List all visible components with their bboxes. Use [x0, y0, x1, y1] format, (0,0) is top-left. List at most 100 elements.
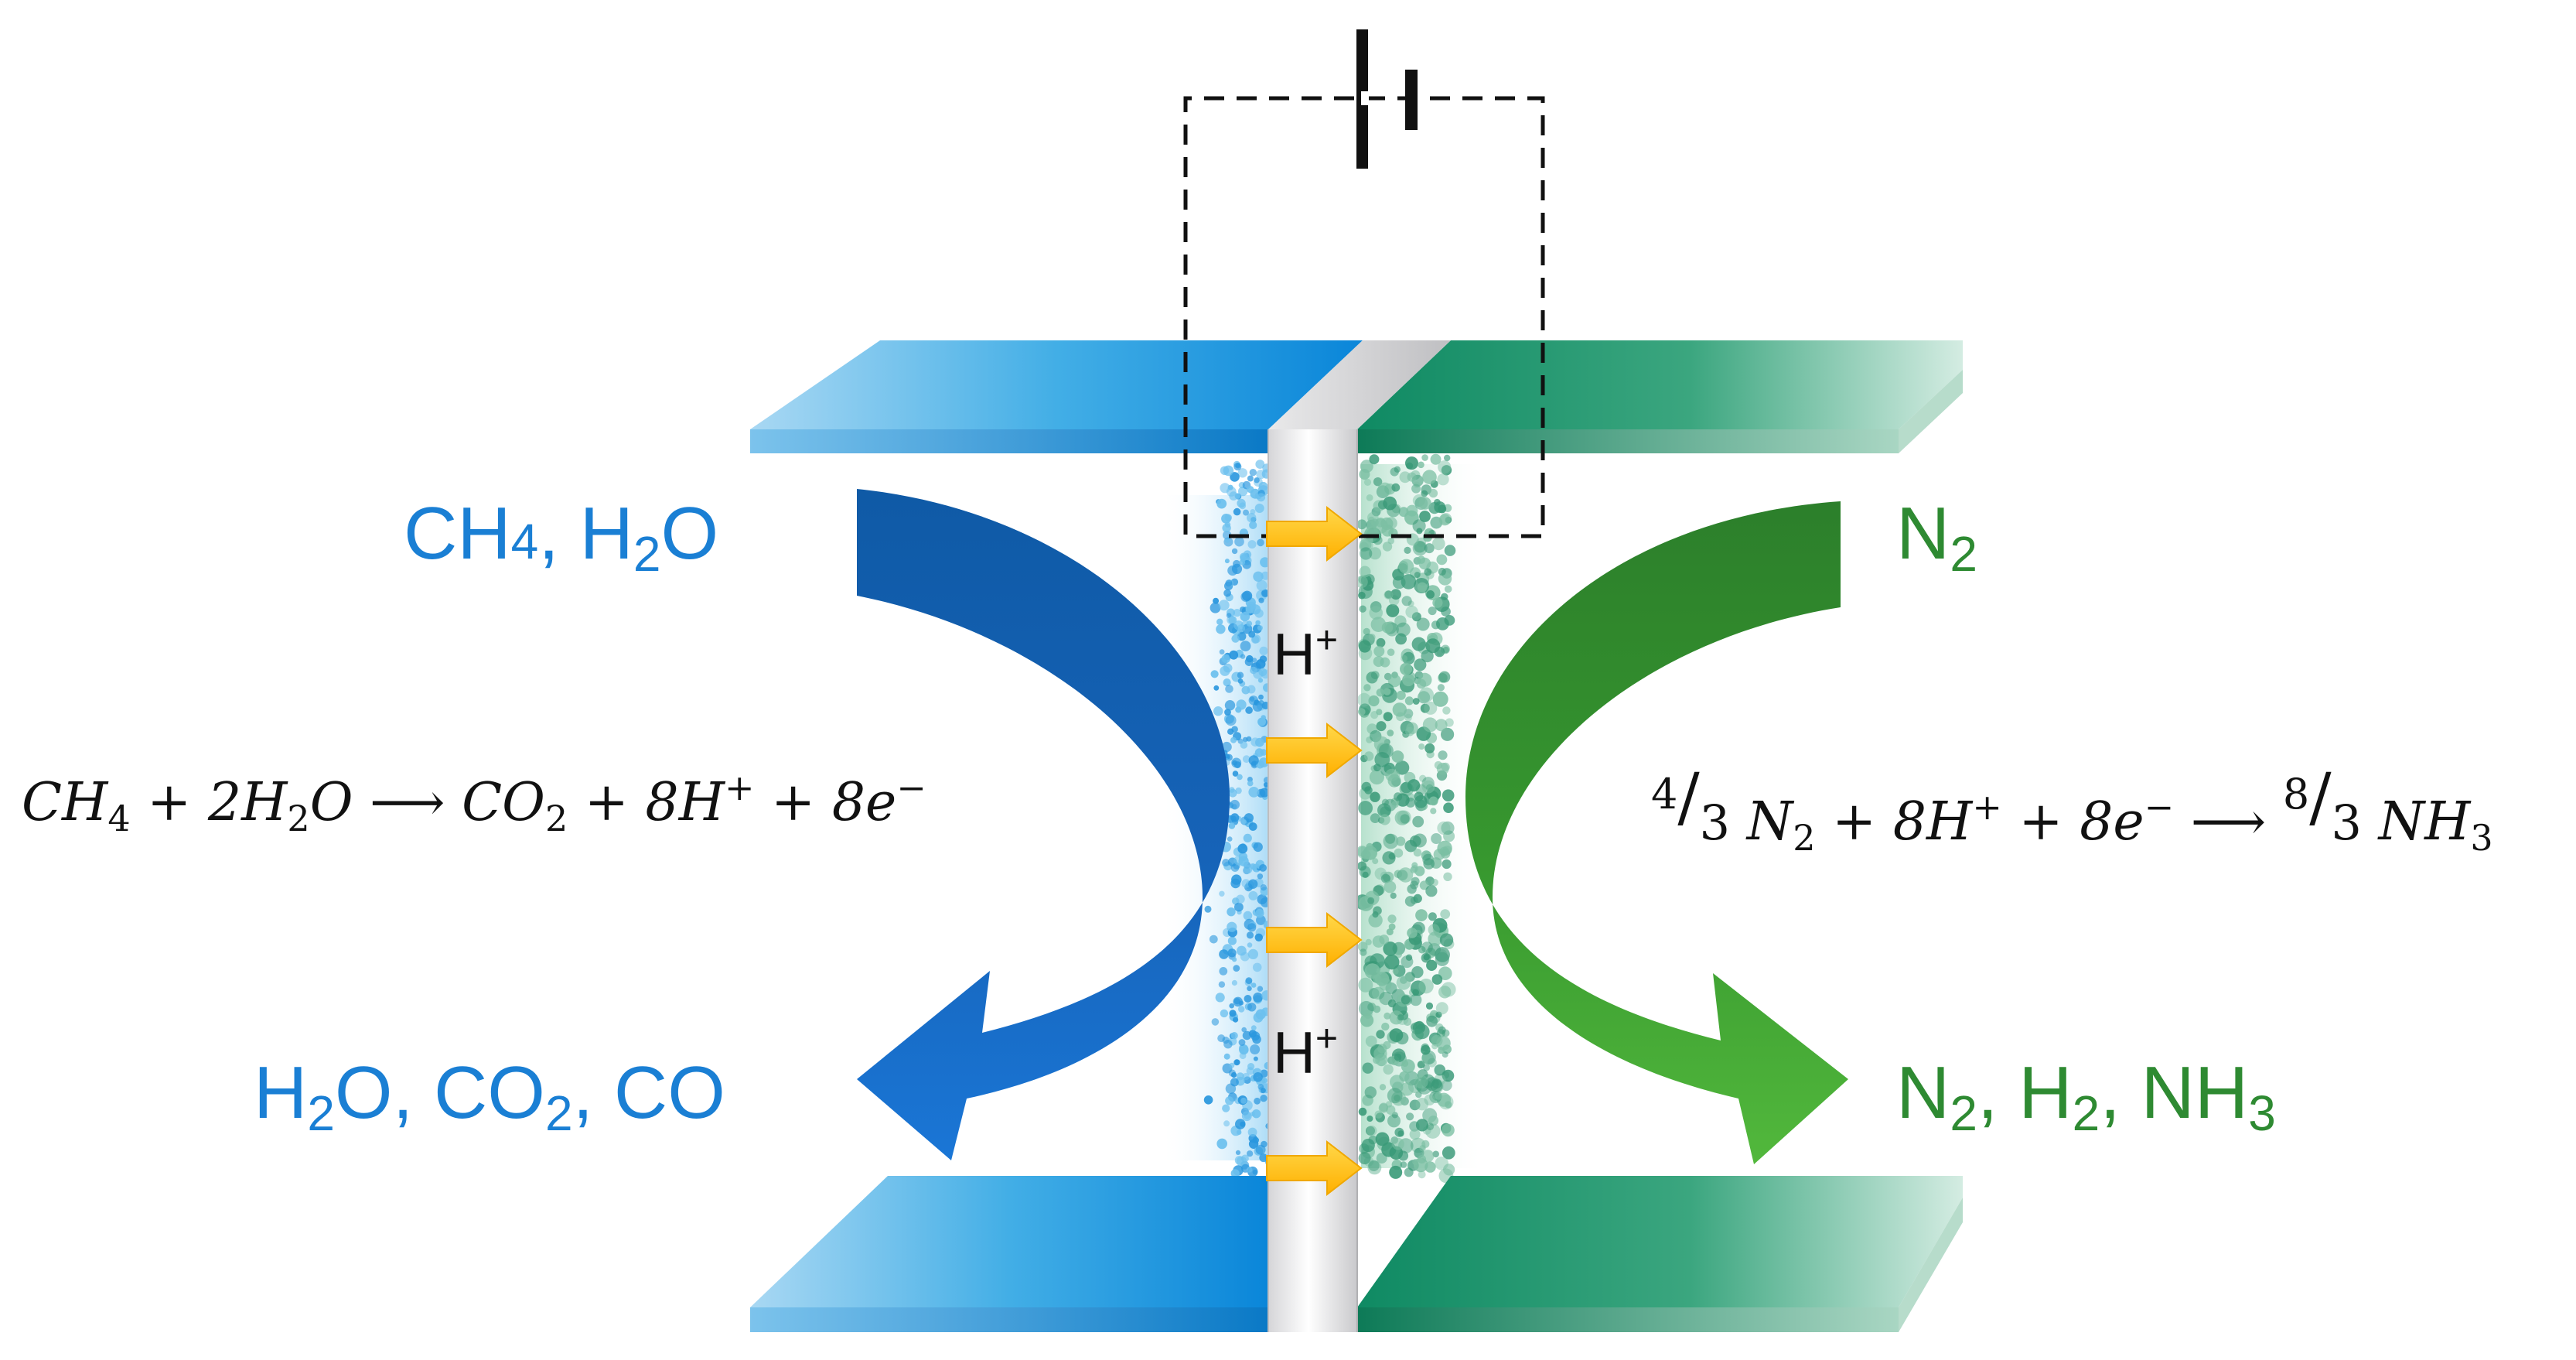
anode-catalyst-particle — [1225, 715, 1237, 726]
cathode-catalyst-particle — [1376, 637, 1386, 648]
cathode-reaction-equation: 4/3 N2 + 8H+ + 8e− ⟶ 8/3 NH3 — [1651, 759, 2493, 859]
cathode-catalyst-particle — [1356, 519, 1367, 530]
cathode-catalyst-particle — [1357, 692, 1371, 707]
cathode-catalyst-particle — [1440, 909, 1451, 919]
cathode-catalyst-particle — [1415, 1098, 1429, 1111]
anode-catalyst-particle — [1244, 995, 1252, 1003]
anode-catalyst-particle — [1237, 843, 1248, 854]
cathode-catalyst-particle — [1441, 465, 1452, 476]
cathode-catalyst-particle — [1364, 1086, 1377, 1099]
cathode-catalyst-particle — [1392, 702, 1407, 717]
cathode-catalyst-particle — [1428, 912, 1437, 921]
anode-catalyst-particle — [1240, 654, 1246, 659]
cathode-catalyst-particle — [1384, 590, 1394, 600]
anode-catalyst-particle — [1244, 813, 1254, 823]
cathode-catalyst-particle — [1443, 872, 1452, 882]
anode-catalyst-particle — [1247, 942, 1253, 948]
cathode-catalyst-particle — [1419, 774, 1427, 782]
cathode-catalyst-particle — [1400, 1161, 1407, 1168]
anode-catalyst-particle — [1228, 616, 1237, 624]
cathode-catalyst-particle — [1382, 851, 1396, 865]
cathode-catalyst-particle — [1416, 528, 1423, 535]
anode-catalyst-particle — [1242, 1030, 1252, 1041]
anode-catalyst-particle — [1204, 905, 1212, 913]
anode-catalyst-particle — [1224, 559, 1230, 564]
cathode-catalyst-particle — [1419, 511, 1431, 522]
anode-catalyst-particle — [1253, 571, 1264, 582]
anode-catalyst-particle — [1259, 646, 1268, 656]
anode-catalyst-particle — [1237, 1129, 1242, 1135]
cathode-catalyst-particle — [1436, 617, 1449, 630]
cathode-catalyst-particle — [1421, 1150, 1435, 1163]
cathode-inlet-label: N2 — [1896, 492, 1977, 582]
anode-catalyst-particle — [1224, 521, 1231, 528]
cathode-catalyst-particle — [1406, 462, 1414, 470]
anode-catalyst-particle — [1247, 780, 1254, 787]
anode-catalyst-particle — [1224, 538, 1230, 543]
anode-catalyst-particle — [1253, 842, 1263, 853]
anode-catalyst-particle — [1224, 514, 1233, 521]
anode-catalyst-particle — [1223, 1040, 1233, 1049]
anode-catalyst-particle — [1213, 706, 1223, 716]
cathode-catalyst-particle — [1394, 792, 1403, 801]
cathode-catalyst-particle — [1390, 892, 1397, 899]
cathode-catalyst-particle — [1431, 974, 1443, 985]
anode-catalyst-particle — [1249, 521, 1257, 530]
anode-catalyst-particle — [1233, 1017, 1239, 1023]
anode-catalyst-particle — [1211, 1018, 1220, 1026]
cathode-catalyst-particle — [1377, 500, 1388, 510]
cathode-catalyst-particle — [1418, 945, 1426, 954]
cathode-catalyst-particle — [1438, 460, 1452, 474]
cathode-catalyst-particle — [1383, 941, 1397, 956]
anode-catalyst-particle — [1223, 1120, 1230, 1127]
anode-catalyst-particle — [1232, 771, 1239, 777]
anode-catalyst-particle — [1231, 874, 1242, 885]
anode-catalyst-particle — [1227, 948, 1237, 958]
cathode-catalyst-particle — [1438, 750, 1448, 760]
anode-catalyst-particle — [1216, 1138, 1227, 1150]
anode-catalyst-particle — [1229, 491, 1238, 501]
cathode-catalyst-particle — [1406, 504, 1418, 517]
anode-catalyst-particles — [1203, 460, 1272, 1178]
cathode-catalyst-particle — [1425, 1002, 1434, 1010]
cathode-catalyst-particle — [1411, 1022, 1424, 1035]
cathode-catalyst-particle — [1438, 966, 1452, 980]
anode-catalyst-particle — [1250, 1025, 1257, 1030]
cathode-catalyst-particle — [1444, 454, 1451, 462]
battery-icon — [1356, 29, 1418, 169]
anode-catalyst-particle — [1243, 911, 1253, 921]
cathode-catalyst-particle — [1410, 880, 1419, 890]
anode-catalyst-particle — [1246, 620, 1253, 627]
cathode-catalyst-particle — [1404, 1167, 1414, 1177]
cathode-catalyst-particle — [1411, 612, 1421, 622]
anode-catalyst-particle — [1222, 1104, 1230, 1112]
anode-catalyst-particle — [1247, 1003, 1257, 1012]
cathode-catalyst-particle — [1414, 481, 1421, 488]
cathode-catalyst-particle — [1401, 654, 1407, 662]
cathode-catalyst-particle — [1405, 954, 1413, 962]
cathode-catalyst-particle — [1406, 1112, 1414, 1121]
anode-inlet-label: CH4, H2O — [404, 492, 718, 582]
anode-catalyst-particle — [1249, 696, 1255, 702]
anode-catalyst-particle — [1219, 649, 1225, 655]
anode-catalyst-particle — [1252, 962, 1262, 972]
cathode-catalyst-particle — [1421, 780, 1435, 794]
cathode-catalyst-particle — [1384, 955, 1400, 970]
cathode-catalyst-particle — [1397, 867, 1414, 883]
cathode-catalyst-particle — [1366, 842, 1373, 851]
anode-catalyst-particle — [1257, 1084, 1264, 1090]
cathode-catalyst-particle — [1401, 1060, 1409, 1067]
cathode-catalyst-particle — [1376, 709, 1383, 716]
anode-catalyst-particle — [1230, 472, 1240, 482]
anode-catalyst-particle — [1257, 625, 1263, 631]
cathode-catalyst-particle — [1389, 1010, 1404, 1025]
cathode-catalyst-particle — [1424, 1161, 1436, 1173]
cathode-catalyst-particle — [1416, 617, 1430, 631]
anode-outlet-label: H2O, CO2, CO — [254, 1051, 725, 1141]
anode-catalyst-particle — [1251, 1109, 1261, 1119]
proton-label-bottom: H+ — [1273, 1017, 1338, 1086]
cathode-catalyst-particle — [1435, 1157, 1448, 1170]
cathode-catalyst-particle — [1412, 541, 1428, 556]
cathode-catalyst-particle — [1415, 909, 1428, 921]
anode-catalyst-particle — [1246, 1067, 1254, 1075]
